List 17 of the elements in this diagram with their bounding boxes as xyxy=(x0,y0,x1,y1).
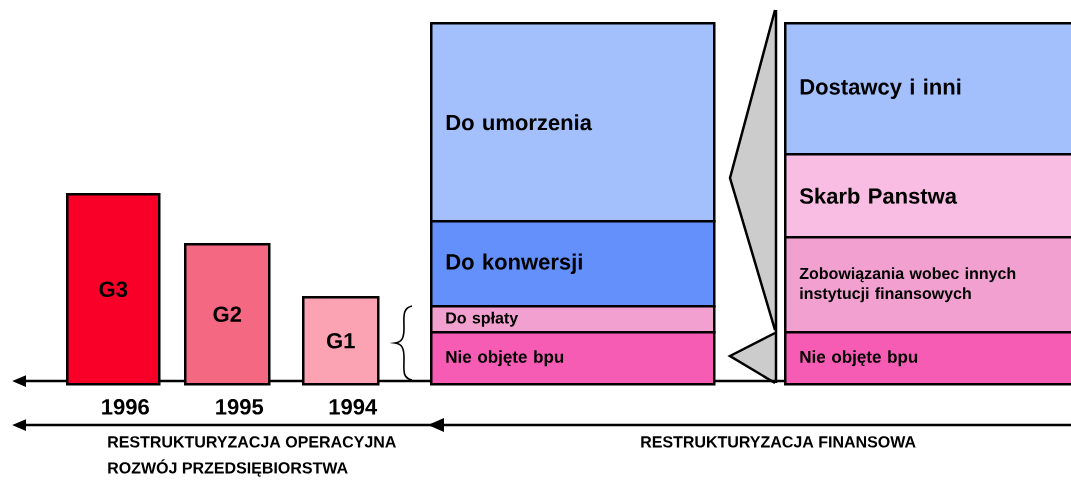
stack-segment: Zobowiązania wobec innych instytucji finansowych xyxy=(784,236,1071,334)
bar: G3 xyxy=(66,193,161,386)
stack-segment: Dostawcy i inni xyxy=(784,22,1071,156)
stack-segment: Do spłaty xyxy=(430,305,716,334)
year-label: 1995 xyxy=(216,399,264,415)
stack-segment: Do konwersji xyxy=(430,220,716,308)
stack-segment: Nie objęte bpu xyxy=(430,331,716,386)
year-label: 1994 xyxy=(329,399,378,415)
section-label: ROZWÓJ PRZEDSIĘBIORSTWA xyxy=(108,459,348,477)
section-label: RESTRUKTURYZACJA OPERACYJNA xyxy=(108,436,396,448)
bar: G1 xyxy=(302,296,380,386)
stack-segment: Skarb Panstwa xyxy=(784,153,1071,239)
section-label: RESTRUKTURYZACJA FINANSOWA xyxy=(641,436,916,448)
stack-segment: Nie objęte bpu xyxy=(784,331,1071,386)
stack-segment: Do umorzenia xyxy=(430,22,716,223)
bar: G2 xyxy=(184,243,271,386)
year-label: 1996 xyxy=(102,399,149,415)
